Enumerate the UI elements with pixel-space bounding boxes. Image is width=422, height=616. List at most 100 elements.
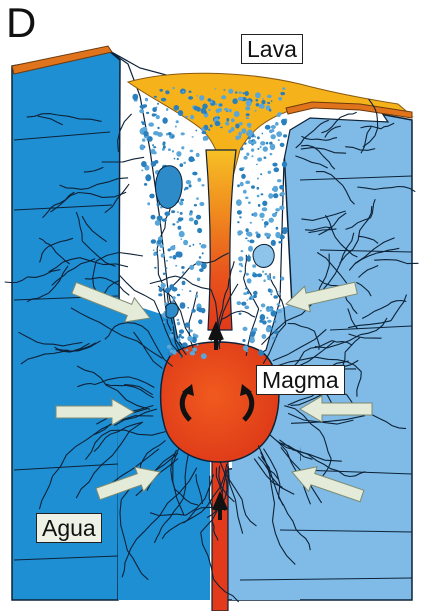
breccia-clast (173, 255, 177, 260)
breccia-clast (243, 345, 248, 351)
breccia-clast (239, 122, 243, 125)
breccia-clast (270, 144, 276, 150)
breccia-clast (147, 202, 150, 205)
breccia-clast (260, 314, 266, 321)
breccia-clast (188, 156, 194, 162)
breccia-clast (264, 221, 269, 226)
breccia-clast (159, 89, 163, 92)
breccia-clast (255, 110, 257, 112)
breccia-clast (161, 98, 166, 102)
breccia-clast (262, 271, 264, 273)
breccia-clast (267, 102, 270, 104)
breccia-clast (181, 132, 185, 135)
breccia-clast (279, 293, 281, 295)
breccia-clast (165, 267, 167, 269)
breccia-clast (271, 240, 276, 246)
breccia-clast (141, 161, 147, 167)
breccia-clast (206, 115, 208, 117)
breccia-clast (249, 240, 254, 244)
breccia-clast (149, 194, 154, 199)
breccia-clast (203, 139, 206, 141)
breccia-clast (266, 326, 271, 332)
breccia-clast (180, 355, 182, 357)
breccia-clast (181, 266, 185, 269)
breccia-clast (247, 240, 249, 242)
breccia-clast (154, 96, 157, 98)
large-clast (253, 244, 274, 267)
breccia-clast (238, 91, 241, 93)
breccia-clast (235, 91, 237, 93)
breccia-clast (246, 100, 252, 106)
breccia-clast (264, 225, 266, 228)
breccia-clast (201, 108, 207, 114)
breccia-clast (279, 206, 284, 211)
breccia-clast (179, 231, 185, 237)
breccia-clast (245, 181, 250, 185)
breccia-clast (166, 133, 168, 136)
breccia-clast (244, 156, 248, 160)
breccia-clast (246, 273, 249, 276)
breccia-clast (237, 221, 239, 223)
breccia-clast (194, 106, 199, 111)
breccia-clast (243, 190, 247, 194)
breccia-clast (176, 221, 179, 224)
breccia-clast (240, 182, 244, 187)
breccia-clast (147, 139, 149, 141)
breccia-clast (199, 202, 204, 206)
breccia-clast (202, 252, 204, 254)
breccia-clast (251, 185, 255, 188)
breccia-clast (272, 337, 276, 340)
breccia-clast (171, 135, 174, 137)
breccia-clast (243, 292, 247, 295)
breccia-clast (267, 320, 271, 323)
breccia-clast (142, 138, 145, 141)
breccia-clast (225, 121, 229, 125)
breccia-clast (275, 212, 277, 214)
breccia-clast (257, 136, 260, 139)
breccia-clast (238, 136, 241, 139)
breccia-clast (188, 329, 192, 332)
breccia-clast (187, 307, 189, 309)
breccia-clast (263, 146, 268, 151)
breccia-clast (173, 296, 176, 300)
breccia-clast (231, 118, 235, 122)
breccia-clast (267, 95, 272, 98)
breccia-clast (191, 309, 195, 313)
breccia-clast (189, 245, 191, 247)
breccia-clast (157, 216, 163, 221)
breccia-clast (238, 97, 243, 101)
breccia-clast (268, 288, 271, 292)
breccia-clast (259, 350, 263, 354)
breccia-clast (189, 290, 191, 292)
breccia-clast (248, 246, 253, 252)
breccia-clast (277, 113, 281, 117)
breccia-clast (280, 92, 285, 95)
breccia-clast (157, 103, 159, 105)
breccia-clast (244, 142, 247, 144)
breccia-clast (238, 132, 242, 136)
breccia-clast (245, 106, 250, 110)
breccia-clast (260, 146, 262, 148)
breccia-clast (247, 123, 252, 127)
breccia-clast (246, 117, 249, 119)
breccia-clast (268, 193, 273, 199)
breccia-clast (208, 129, 210, 131)
breccia-clast (169, 256, 172, 258)
breccia-clast (244, 306, 249, 310)
breccia-clast (197, 228, 202, 233)
breccia-clast (255, 99, 258, 102)
breccia-clast (192, 136, 194, 138)
breccia-clast (223, 89, 225, 90)
breccia-clast (167, 345, 172, 349)
breccia-clast (187, 336, 193, 342)
breccia-clast (151, 215, 156, 220)
breccia-clast (159, 287, 163, 292)
breccia-clast (201, 353, 207, 359)
breccia-clast (262, 133, 264, 135)
breccia-clast (259, 213, 264, 218)
breccia-clast (277, 179, 281, 182)
breccia-clast (268, 171, 272, 174)
breccia-clast (193, 244, 195, 246)
breccia-clast (252, 264, 256, 267)
